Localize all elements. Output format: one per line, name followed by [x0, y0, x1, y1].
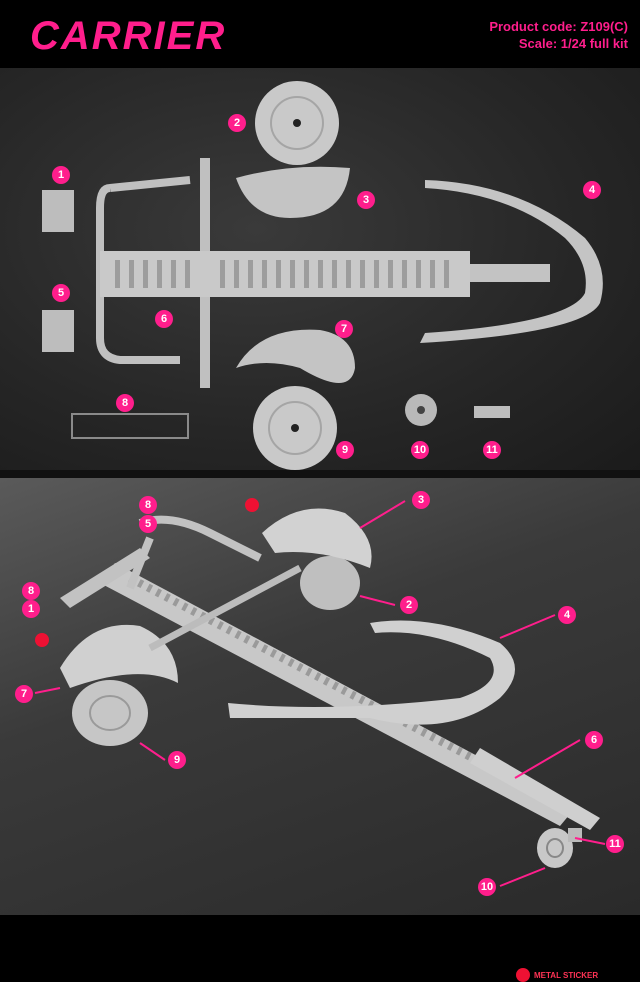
- tongue: [470, 748, 600, 830]
- legend: METAL STICKER: [516, 968, 598, 982]
- wheel: [300, 556, 360, 610]
- metal-sticker-legend-dot: [516, 968, 530, 982]
- wheel-part: [253, 386, 337, 470]
- callout-10: 10: [478, 878, 496, 896]
- bow-support: [228, 620, 515, 725]
- metal-sticker-marker: [245, 498, 259, 512]
- callout-8: 8: [116, 394, 134, 412]
- product-code: Product code: Z109(C): [489, 19, 628, 34]
- callout-1: 1: [52, 166, 70, 184]
- callout-2: 2: [400, 596, 418, 614]
- section-divider: [0, 470, 640, 478]
- callout-11: 11: [483, 441, 501, 459]
- callout-3: 3: [412, 491, 430, 509]
- fender: [262, 508, 372, 568]
- metal-sticker-marker: [35, 633, 49, 647]
- callout-10: 10: [411, 441, 429, 459]
- wheel: [72, 680, 148, 746]
- callout-5: 5: [139, 515, 157, 533]
- wheel-part: [255, 81, 339, 165]
- parts-layout-illustration: [42, 81, 603, 470]
- callout-9: 9: [336, 441, 354, 459]
- callout-1: 1: [22, 600, 40, 618]
- fender-part: [236, 329, 355, 383]
- legend-label: METAL STICKER: [534, 970, 599, 980]
- product-title: CARRIER: [30, 14, 227, 58]
- fender: [60, 624, 178, 688]
- frame-part: [96, 158, 550, 388]
- callout-8: 8: [22, 582, 40, 600]
- rear-crossbar: [60, 548, 150, 608]
- bow-support-part: [420, 180, 603, 343]
- callout-3: 3: [357, 191, 375, 209]
- callout-7: 7: [335, 320, 353, 338]
- parts-layout-photo: 1 2 3 4 5 6 7 8 9 10 11: [0, 68, 640, 470]
- callout-5: 5: [52, 284, 70, 302]
- jockey-bracket-part: [474, 406, 510, 418]
- callout-6: 6: [585, 731, 603, 749]
- product-meta: Product code: Z109(C) Scale: 1/24 full k…: [489, 18, 628, 52]
- small-bracket-part: [42, 190, 74, 232]
- header: CARRIER Product code: Z109(C) Scale: 1/2…: [0, 0, 640, 68]
- leader-lines: [34, 500, 606, 887]
- callout-8: 8: [139, 496, 157, 514]
- small-bracket-part: [42, 310, 74, 352]
- callout-9: 9: [168, 751, 186, 769]
- axle: [148, 564, 302, 652]
- clear-sprue-part: [71, 413, 189, 439]
- assembled-photo: METAL STICKER 8 5 3 2 4 8 1 7 9 6 11 10: [0, 478, 640, 982]
- callout-6: 6: [155, 310, 173, 328]
- callout-2: 2: [228, 114, 246, 132]
- assembled-illustration: [34, 498, 606, 887]
- fender-part: [236, 166, 350, 218]
- callout-4: 4: [558, 606, 576, 624]
- callout-11: 11: [606, 835, 624, 853]
- product-scale: Scale: 1/24 full kit: [518, 36, 628, 51]
- callout-7: 7: [15, 685, 33, 703]
- jockey-wheel: [537, 828, 573, 868]
- callout-4: 4: [583, 181, 601, 199]
